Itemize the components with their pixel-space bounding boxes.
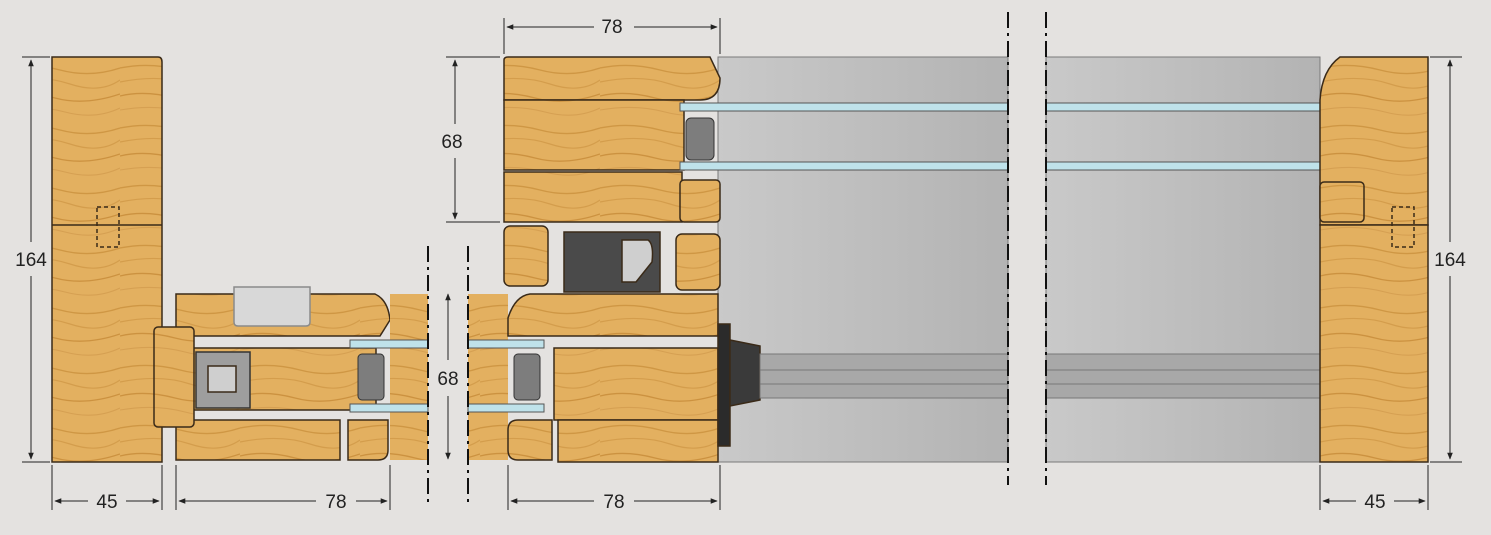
aluminium-panel-right (1045, 56, 1321, 463)
bottom-glazing (349, 339, 545, 413)
sash-width-bottom-left-label: 78 (325, 492, 346, 513)
top-sash (503, 56, 721, 293)
sash-width-bottom-right-label: 78 (603, 492, 624, 513)
left-frame (51, 56, 163, 463)
aluminium-panel-top (717, 56, 1009, 463)
right-frame-width-label: 45 (1364, 492, 1385, 513)
left-frame-width-label: 45 (96, 492, 117, 513)
top-sash-depth-label: 68 (441, 132, 462, 153)
right-frame (1319, 56, 1429, 463)
bottom-sash-depth-label: 68 (437, 369, 458, 390)
dimension-lines (22, 18, 1462, 510)
bottom-right-sash (468, 293, 1321, 463)
left-frame-depth-label: 164 (15, 250, 47, 271)
bottom-left-sash (153, 286, 428, 461)
right-frame-depth-label: 164 (1434, 250, 1466, 271)
break-line-icon (427, 12, 1047, 505)
sash-width-top-label: 78 (601, 17, 622, 38)
